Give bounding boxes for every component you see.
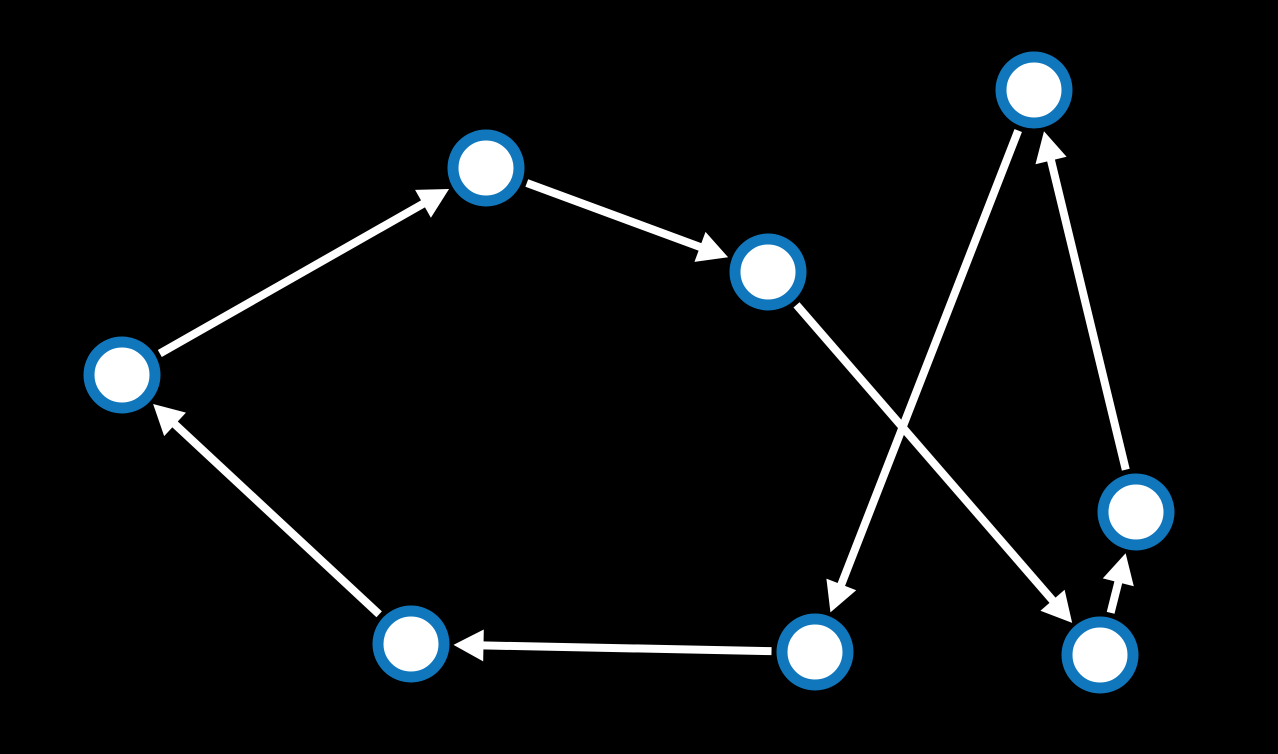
arrowhead-icon — [1102, 553, 1134, 587]
graph-edge-n1-n2 — [157, 189, 450, 357]
graph-edge-n7-n8 — [453, 629, 772, 662]
edge-line — [157, 199, 427, 357]
edge-line — [836, 129, 1022, 588]
node-bottom-left — [372, 605, 450, 683]
arrowhead-icon — [453, 629, 484, 662]
graph-edge-n6-n5 — [1102, 553, 1134, 614]
graph-edge-n4-n7 — [826, 129, 1022, 613]
graph-edge-n5-n4 — [1035, 131, 1130, 471]
edge-line — [1046, 157, 1130, 471]
arrowhead-icon — [415, 189, 450, 218]
node-bottom-right — [1061, 616, 1139, 694]
node-upper-middle — [447, 129, 525, 207]
edge-line — [793, 302, 1057, 605]
edge-line — [525, 179, 704, 252]
graph-edge-n3-n6 — [793, 302, 1073, 623]
node-left — [83, 336, 161, 414]
node-middle — [729, 233, 807, 311]
arrowhead-icon — [1040, 589, 1073, 623]
arrowhead-icon — [1035, 131, 1067, 165]
graph-edge-n2-n3 — [525, 179, 729, 262]
edge-line — [170, 420, 382, 618]
edge-line — [1106, 579, 1123, 614]
arrowhead-icon — [694, 231, 729, 262]
arrowhead-icon — [826, 578, 857, 613]
node-bottom-middle — [776, 613, 854, 691]
node-top-right — [995, 51, 1073, 129]
node-right — [1097, 473, 1175, 551]
arrowhead-icon — [153, 403, 186, 437]
edge-line — [481, 641, 772, 656]
graph-edge-n8-n1 — [153, 403, 382, 618]
